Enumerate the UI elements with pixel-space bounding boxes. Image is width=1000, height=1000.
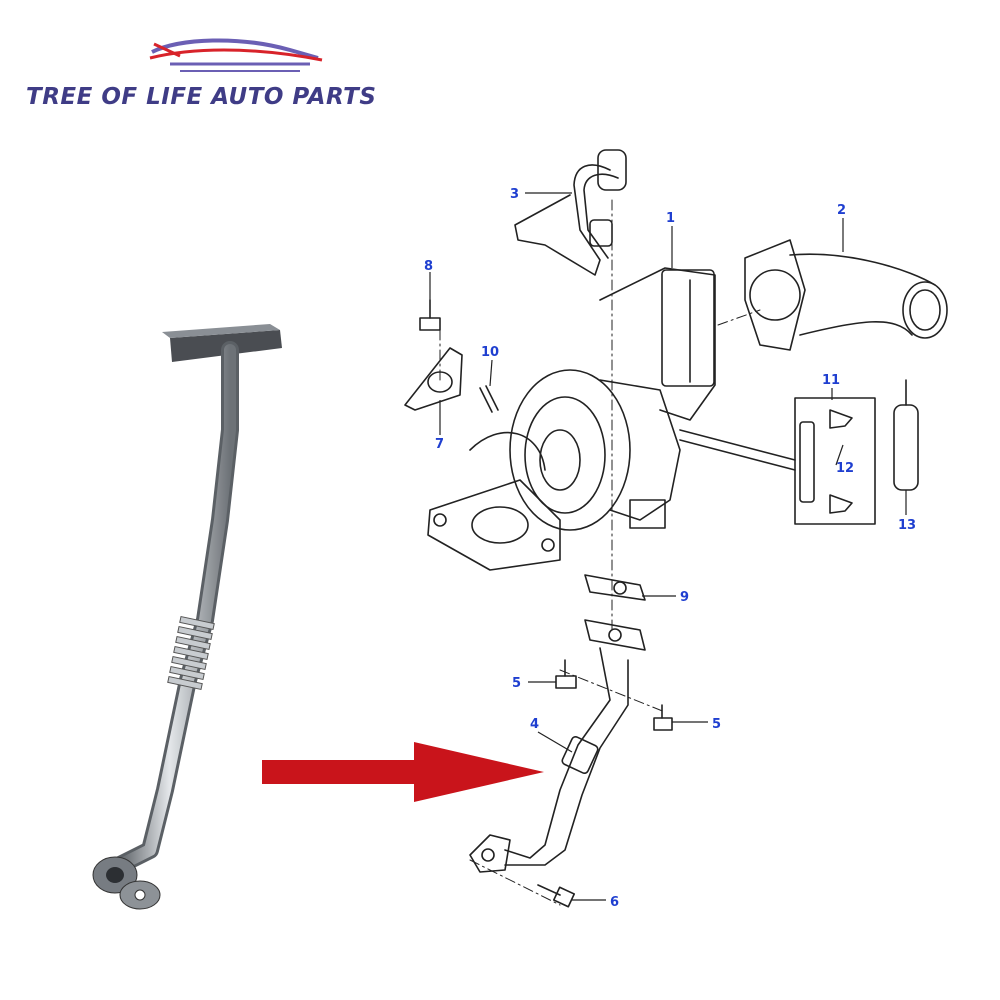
part-7-gasket [404,347,463,411]
callout-4: 4 [530,717,539,732]
callout-8: 8 [424,259,433,274]
callout-13: 13 [898,518,916,533]
brand-name: TREE OF LIFE AUTO PARTS [26,84,377,110]
part-9-gasket [584,574,646,601]
part-13-sealant [893,379,919,491]
callout-6: 6 [610,895,619,910]
part-11-kit-box [794,397,876,525]
part-5-bolts [555,659,673,731]
right-arrow-icon [262,742,544,802]
part-8-bolt [419,299,441,331]
callout-1: 1 [666,211,675,226]
part-4-oil-feed-pipe [469,619,646,873]
callout-2: 2 [837,203,846,218]
callout-11: 11 [822,373,840,388]
part-10-stud [479,385,499,413]
oil-feed-pipe-photo [92,324,282,910]
callout-3: 3 [510,187,519,202]
part-6-bolt [537,884,576,908]
callout-12: 12 [836,461,854,476]
callout-5-left: 5 [512,676,521,691]
part-1-turbocharger [427,267,716,571]
callout-10: 10 [481,345,499,360]
part-3-pipe [514,149,627,276]
callout-7: 7 [435,437,444,452]
callout-9: 9 [680,590,689,605]
car-swoosh-logo [149,38,323,72]
callout-5-right: 5 [712,717,721,732]
part-2-elbow [744,239,948,351]
